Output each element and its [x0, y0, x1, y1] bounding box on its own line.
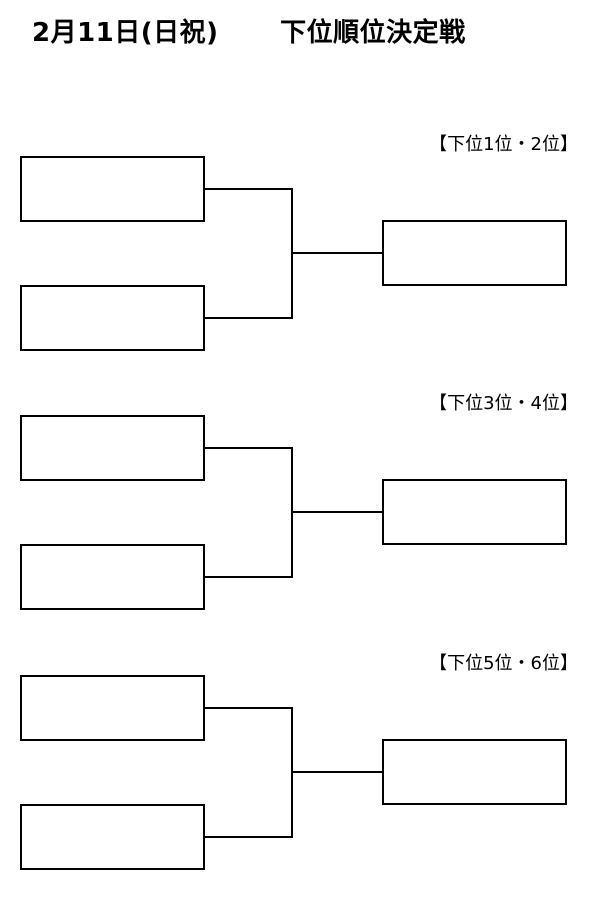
- winner-slot: [382, 479, 567, 545]
- connector-line: [291, 771, 382, 773]
- bracket-label: 【下位5位・6位】: [429, 653, 578, 674]
- team-slot-bottom: [20, 544, 205, 610]
- connector-line: [205, 836, 293, 838]
- connector-line: [205, 317, 293, 319]
- connector-line: [291, 511, 382, 513]
- team-slot-bottom: [20, 804, 205, 870]
- winner-slot: [382, 220, 567, 286]
- bracket-label: 【下位3位・4位】: [429, 393, 578, 414]
- team-slot-top: [20, 415, 205, 481]
- team-slot-bottom: [20, 285, 205, 351]
- connector-line: [205, 707, 293, 709]
- team-slot-top: [20, 675, 205, 741]
- event-date: 2月11日(日祝): [32, 18, 219, 48]
- connector-line: [205, 188, 293, 190]
- bracket-label: 【下位1位・2位】: [429, 134, 578, 155]
- winner-slot: [382, 739, 567, 805]
- connector-line: [291, 252, 382, 254]
- bracket-2: 【下位3位・4位】: [0, 389, 608, 649]
- bracket-3: 【下位5位・6位】: [0, 649, 608, 909]
- page-title: 2月11日(日祝) 下位順位決定戦: [32, 12, 466, 49]
- connector-line: [205, 576, 293, 578]
- team-slot-top: [20, 156, 205, 222]
- event-title: 下位順位決定戦: [280, 18, 466, 48]
- bracket-1: 【下位1位・2位】: [0, 130, 608, 390]
- connector-line: [205, 447, 293, 449]
